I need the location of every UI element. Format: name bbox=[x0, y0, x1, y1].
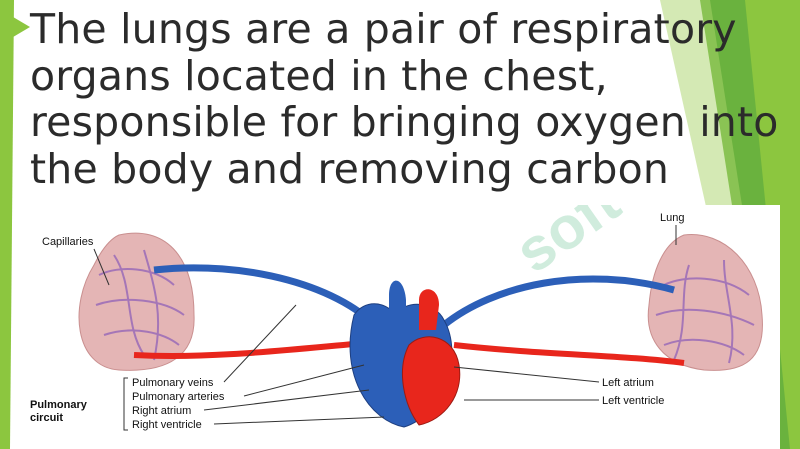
pulmonary-arteries-leader-line bbox=[243, 364, 365, 397]
right-ventricle-leader-line bbox=[213, 416, 385, 425]
heart-shape bbox=[349, 280, 461, 428]
right-ventricle-label: Right ventricle bbox=[132, 419, 202, 431]
right-atrium-label: Right atrium bbox=[132, 405, 191, 417]
pulmonary-arteries-label: Pulmonary arteries bbox=[132, 391, 225, 403]
pulmonary-circuit-label-line1: Pulmonary bbox=[30, 399, 88, 411]
pulmonary-veins-right-path bbox=[441, 275, 675, 328]
pulmonary-veins-label: Pulmonary veins bbox=[132, 377, 214, 389]
body-text: The lungs are a pair of respiratory orga… bbox=[30, 5, 779, 193]
pulmonary-circuit-figure: soft Capillaries Lung Pulmonary circuit … bbox=[24, 205, 780, 449]
bullet-arrow-icon bbox=[8, 14, 30, 40]
lung-label: Lung bbox=[660, 212, 684, 224]
left-ventricle-label: Left ventricle bbox=[602, 395, 664, 407]
left-accent-shape bbox=[0, 0, 14, 449]
left-atrium-leader-line bbox=[453, 366, 600, 383]
pulmonary-arteries-right-path bbox=[453, 342, 685, 366]
pulmonary-circuit-bracket bbox=[123, 377, 128, 431]
right-atrium-leader-line bbox=[203, 389, 370, 411]
pulmonary-veins-leader-line bbox=[223, 304, 297, 383]
capillaries-label: Capillaries bbox=[42, 236, 94, 248]
pulmonary-circuit-label-line2: circuit bbox=[30, 412, 63, 424]
left-atrium-label: Left atrium bbox=[602, 377, 654, 389]
capillaries-leader-line bbox=[93, 248, 110, 286]
